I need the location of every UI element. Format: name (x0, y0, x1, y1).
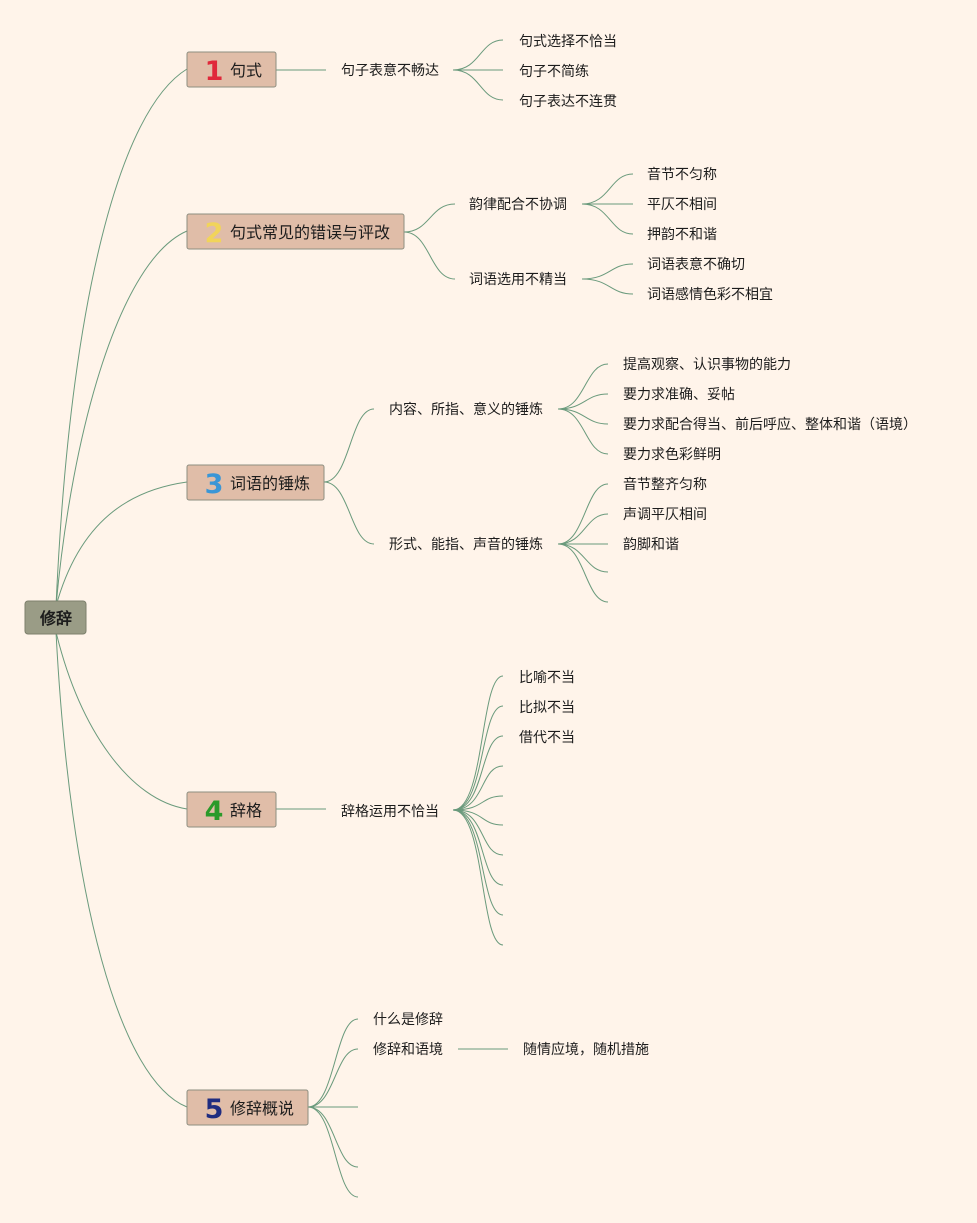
leaf-5-b-1[interactable]: 随情应境，随机措施 (523, 1041, 649, 1058)
connector-3-b-2 (557, 513, 609, 545)
connector-4-a-3 (452, 735, 504, 811)
branch-label-2: 句式常见的错误与评改 (230, 223, 390, 242)
connector-root-branch-4 (55, 631, 188, 810)
connector-5-a (307, 1018, 359, 1108)
connector-2-b-1 (581, 263, 634, 280)
connector-3-a-3 (557, 408, 609, 425)
connector-5-b (307, 1048, 359, 1108)
leaf-1-a-1[interactable]: 句式选择不恰当 (519, 34, 617, 50)
leaf-2-b-1[interactable]: 词语表意不确切 (647, 256, 745, 273)
leaf-3-b-3[interactable]: 韵脚和谐 (623, 537, 679, 553)
branch-label-4: 辞格 (230, 801, 262, 820)
connector-root-branch-5 (55, 631, 188, 1108)
branch-node-4[interactable]: 4 辞格 (186, 791, 277, 828)
connector-3-a-1 (557, 363, 609, 410)
leaf-3-a-1[interactable]: 提高观察、认识事物的能力 (623, 356, 791, 373)
connector-2-a-1 (581, 173, 634, 205)
connector-1-a-3 (452, 69, 504, 101)
leaf-3-b-2[interactable]: 声调平仄相间 (623, 507, 707, 523)
connector-4-a-5 (452, 795, 504, 811)
connector-lines (55, 39, 634, 1198)
connector-5-e (307, 1106, 359, 1198)
branch-number-1: 1 (205, 56, 224, 87)
branch-label-5: 修辞概说 (230, 1099, 294, 1118)
connector-4-a-2 (452, 705, 504, 811)
leaf-3-a-2[interactable]: 要力求准确、妥帖 (623, 387, 735, 403)
leaf-4-a-2[interactable]: 比拟不当 (519, 700, 575, 716)
leaf-3-b-1[interactable]: 音节整齐匀称 (623, 476, 707, 493)
leaf-2-a-1[interactable]: 音节不匀称 (647, 166, 717, 183)
subtopic-1-a[interactable]: 句子表意不畅达 (341, 62, 439, 79)
leaf-1-a-3[interactable]: 句子表达不连贯 (519, 94, 617, 110)
subtopic-2-b[interactable]: 词语选用不精当 (469, 272, 567, 288)
connector-3-b-5 (557, 543, 609, 603)
leaf-4-a-1[interactable]: 比喻不当 (519, 670, 575, 686)
connector-root-branch-1 (55, 68, 188, 607)
leaf-3-a-4[interactable]: 要力求色彩鲜明 (623, 446, 721, 463)
connector-2-a-3 (581, 203, 634, 235)
connector-4-a-4 (452, 765, 504, 811)
branch-label-1: 句式 (230, 61, 262, 80)
subtopic-5-a[interactable]: 什么是修辞 (373, 1012, 443, 1028)
connector-1-a-1 (452, 39, 504, 71)
subtopic-2-a[interactable]: 韵律配合不协调 (469, 197, 567, 213)
connector-4-a-6 (452, 809, 504, 826)
branch-number-3: 3 (205, 469, 224, 500)
leaf-2-b-2[interactable]: 词语感情色彩不相宜 (647, 286, 773, 303)
connector-2-b-2 (581, 278, 634, 295)
leaf-3-a-3[interactable]: 要力求配合得当、前后呼应、整体和谐（语境） (623, 416, 917, 433)
subtopic-3-a[interactable]: 内容、所指、意义的锤炼 (389, 401, 543, 418)
connector-3-a-2 (557, 393, 609, 410)
connector-2-b (403, 231, 456, 280)
root-label: 修辞 (39, 609, 72, 628)
connector-2-a (403, 203, 456, 233)
branch-node-2[interactable]: 2 句式常见的错误与评改 (186, 213, 405, 250)
connector-4-a-8 (452, 809, 504, 886)
branch-node-3[interactable]: 3 词语的锤炼 (186, 464, 325, 501)
subtopic-3-b[interactable]: 形式、能指、声音的锤炼 (389, 536, 543, 553)
connector-3-b-1 (557, 483, 609, 545)
connector-3-a (323, 408, 375, 483)
connector-3-b (323, 481, 375, 545)
connector-3-b-4 (557, 543, 609, 573)
leaf-1-a-2[interactable]: 句子不简练 (519, 63, 589, 80)
branch-number-5: 5 (205, 1094, 224, 1125)
leaf-2-a-3[interactable]: 押韵不和谐 (647, 227, 717, 243)
connector-4-a-1 (452, 675, 504, 811)
branch-node-5[interactable]: 5 修辞概说 (186, 1089, 309, 1126)
connector-5-d (307, 1106, 359, 1168)
branch-label-3: 词语的锤炼 (230, 474, 310, 493)
branch-node-1[interactable]: 1 句式 (186, 51, 277, 88)
leaf-2-a-2[interactable]: 平仄不相间 (647, 197, 717, 213)
root-node[interactable]: 修辞 (24, 600, 87, 635)
connector-3-a-4 (557, 408, 609, 455)
branch-number-4: 4 (205, 796, 224, 827)
subtopic-5-b[interactable]: 修辞和语境 (373, 1042, 443, 1058)
branch-number-2: 2 (205, 218, 224, 249)
connector-root-branch-3 (55, 481, 188, 607)
connector-root-branch-2 (55, 230, 188, 607)
connector-4-a-7 (452, 809, 504, 856)
connector-4-a-10 (452, 809, 504, 946)
leaf-4-a-3[interactable]: 借代不当 (519, 730, 575, 746)
subtopic-4-a[interactable]: 辞格运用不恰当 (341, 804, 439, 820)
